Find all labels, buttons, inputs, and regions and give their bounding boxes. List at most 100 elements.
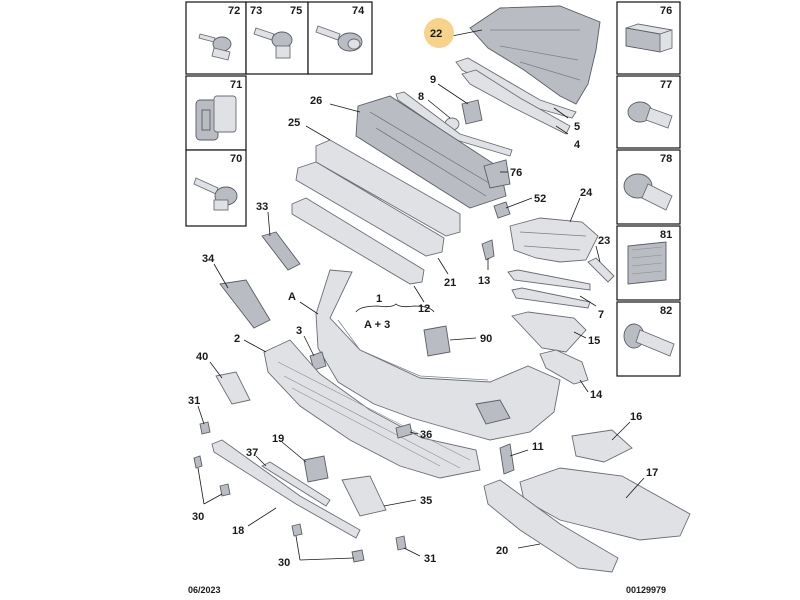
- callout-76: 76: [510, 167, 522, 179]
- parts-illustration: [193, 5, 691, 573]
- fastener-box-group-right: 76 77 78 81 82: [616, 1, 681, 377]
- foam-absorber: [295, 161, 445, 257]
- callout-31-bottom: 31: [424, 553, 436, 565]
- callout-35: 35: [420, 495, 432, 507]
- box-76-number: 76: [660, 5, 672, 17]
- callout-24: 24: [580, 187, 593, 199]
- callout-34: 34: [202, 253, 215, 265]
- screw-74-icon: [315, 25, 363, 52]
- box-81-number: 81: [660, 229, 672, 241]
- callout-12: 12: [418, 303, 430, 315]
- upper-support-22: [469, 5, 601, 105]
- bolt-78-icon: [623, 173, 673, 211]
- box-70-number: 70: [230, 153, 242, 165]
- callout-5: 5: [574, 121, 580, 133]
- lower-beam-12: [291, 197, 425, 285]
- box-71-number: 71: [230, 79, 242, 91]
- grille-frame-24: [509, 217, 599, 263]
- callout-25: 25: [288, 117, 300, 129]
- callout-11: 11: [532, 441, 544, 453]
- box-78-number: 78: [660, 153, 672, 165]
- bracket-13: [481, 239, 495, 261]
- callout-A: A: [288, 291, 296, 303]
- clip-36: [395, 423, 413, 439]
- clip-52: [493, 201, 511, 219]
- callout-9: 9: [430, 74, 436, 86]
- lower-strip-18: [211, 439, 361, 539]
- clip-30b: [219, 483, 231, 497]
- box-75-number: 75: [290, 5, 302, 17]
- clip-30d: [351, 549, 365, 563]
- callouts: 22 9 8 5 4 26 25 76 52 24 33 23 34 21 13…: [188, 18, 658, 569]
- callout-19: 19: [272, 433, 284, 445]
- callout-37: 37: [246, 447, 258, 459]
- callout-36: 36: [420, 429, 432, 441]
- box-73-number: 73: [250, 5, 262, 17]
- clip-30c: [291, 523, 303, 537]
- grille-insert-35: [341, 475, 387, 517]
- callout-1: 1: [376, 293, 382, 305]
- callout-7: 7: [598, 309, 604, 321]
- clip-11: [499, 443, 515, 475]
- callout-16: 16: [630, 411, 642, 423]
- bracket-34: [219, 279, 271, 329]
- callout-3: 3: [296, 325, 302, 337]
- callout-20: 20: [496, 545, 508, 557]
- pin-82-icon: [623, 323, 675, 357]
- callout-33: 33: [256, 201, 268, 213]
- bracket-76: [483, 159, 511, 189]
- callout-26: 26: [310, 95, 322, 107]
- cover-40: [215, 371, 251, 405]
- callout-30-bottom: 30: [278, 557, 290, 569]
- callout-17: 17: [646, 467, 658, 479]
- callout-30-left: 30: [192, 511, 204, 523]
- callout-15: 15: [588, 335, 600, 347]
- deflector-15: [511, 311, 587, 353]
- box-72: [185, 1, 247, 75]
- strip-37: [261, 461, 331, 507]
- callout-31-top: 31: [188, 395, 200, 407]
- chrome-strip: [395, 91, 513, 157]
- bolt-77-icon: [627, 101, 673, 129]
- strip-7a: [507, 269, 591, 291]
- lower-grille-2: [263, 339, 481, 479]
- callout-22: 22: [430, 28, 442, 40]
- box-77-number: 77: [660, 79, 672, 91]
- callout-8: 8: [418, 91, 424, 103]
- callout-40: 40: [196, 351, 208, 363]
- module-90: [423, 325, 451, 357]
- callout-23: 23: [598, 235, 610, 247]
- clip-31b: [395, 535, 407, 551]
- box-72-number: 72: [228, 5, 240, 17]
- callout-18: 18: [232, 525, 244, 537]
- foam-pad-76-icon: [625, 23, 673, 53]
- mesh-pad-81-icon: [627, 241, 667, 285]
- reinforcement-beam-26: [355, 95, 507, 209]
- lower-deflector-20: [483, 479, 619, 573]
- screw-72-icon: [198, 33, 232, 61]
- trim-23: [587, 257, 615, 283]
- callout-13: 13: [478, 275, 490, 287]
- callout-14: 14: [590, 389, 603, 401]
- box-82-number: 82: [660, 305, 672, 317]
- clip-30a: [193, 455, 203, 469]
- strip-4: [461, 69, 571, 135]
- callout-4: 4: [574, 139, 581, 151]
- footer-reference: 00129979: [626, 585, 667, 595]
- bumper-skin-A: [315, 269, 561, 441]
- clip-31a: [199, 421, 211, 435]
- clip-71-icon: [195, 95, 237, 141]
- box-74-number: 74: [352, 5, 365, 17]
- callout-90: 90: [480, 333, 492, 345]
- bracket-19: [303, 455, 329, 483]
- callout-2: 2: [234, 333, 240, 345]
- trim-14: [539, 349, 589, 385]
- callout-21: 21: [444, 277, 456, 289]
- emblem-bracket-9: [461, 99, 483, 125]
- footer-date: 06/2023: [188, 585, 221, 595]
- screw-70-icon: [193, 177, 238, 211]
- callout-52: 52: [534, 193, 546, 205]
- fastener-box-group-left: 72 73 75 74 71 70: [185, 1, 373, 227]
- strip-7b: [511, 287, 591, 309]
- callout-22-highlight: [424, 18, 454, 48]
